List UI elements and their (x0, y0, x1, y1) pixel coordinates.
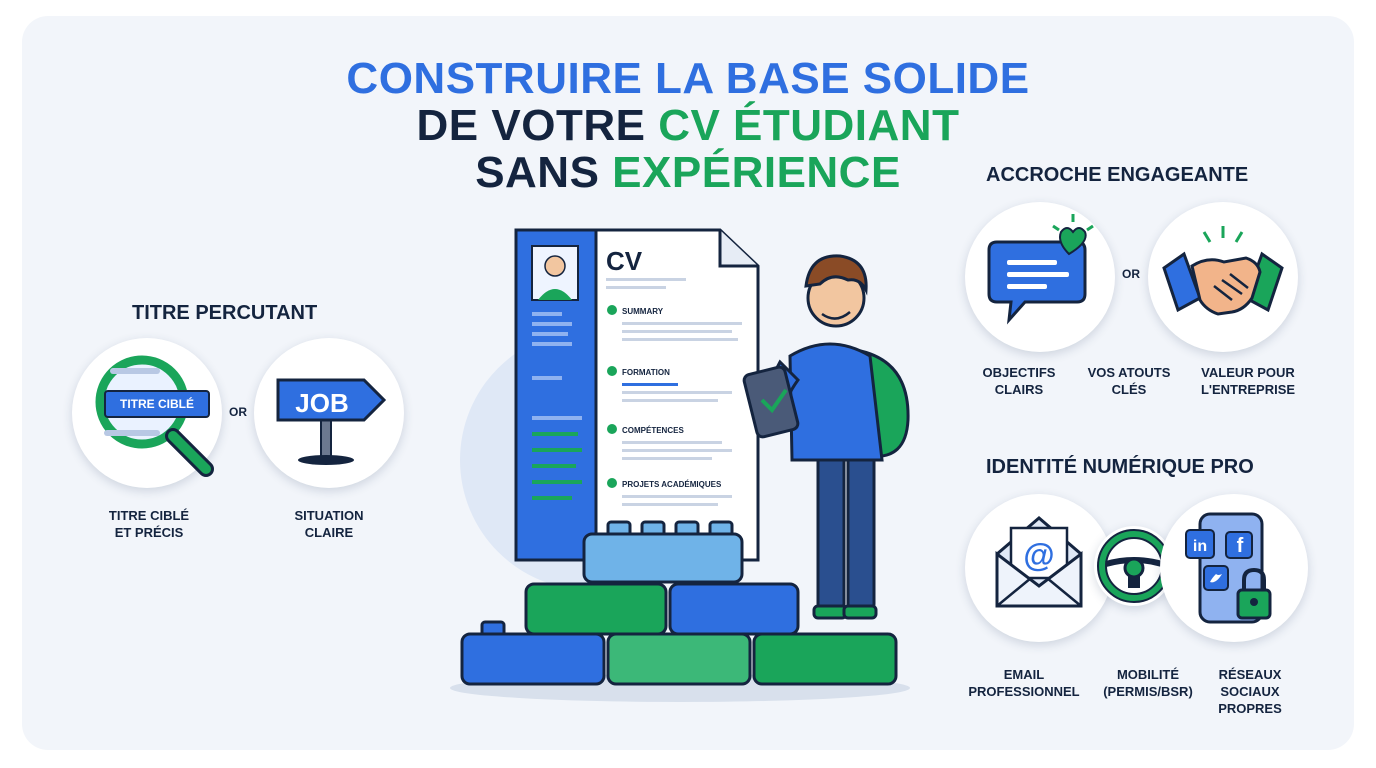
caption-reseaux-line1: RÉSEAUX (1218, 667, 1282, 682)
caption-atouts: VOS ATOUTS CLÉS (1076, 364, 1182, 398)
or-label-right: OR (1122, 267, 1140, 281)
titre-percutant-heading: TITRE PERCUTANT (132, 302, 318, 324)
or-label-left: OR (229, 405, 247, 419)
caption-mobilite: MOBILITÉ (PERMIS/BSR) (1086, 666, 1210, 700)
envelope-icon: @ (995, 516, 1083, 608)
chat-circle (965, 202, 1115, 352)
caption-mobilite-line1: MOBILITÉ (1116, 667, 1180, 682)
lock-icon (1236, 567, 1272, 620)
caption-situation-line1: SITUATION (294, 508, 364, 523)
identite-heading: IDENTITÉ NUMÉRIQUE PRO (986, 456, 1254, 478)
caption-objectifs: OBJECTIFS CLAIRS (966, 364, 1072, 398)
social-circle: in f (1160, 494, 1308, 642)
building-blocks (460, 520, 898, 686)
twitter-icon (1210, 574, 1222, 583)
handshake-circle (1148, 202, 1298, 352)
facebook-icon: f (1237, 535, 1244, 557)
caption-reseaux: RÉSEAUX SOCIAUX PROPRES (1200, 666, 1300, 717)
caption-titre-cible-line2: ET PRÉCIS (114, 525, 184, 540)
cv-heading: CV (606, 246, 643, 276)
signpost-circle: JOB (254, 338, 404, 488)
caption-reseaux-line3: PROPRES (1218, 701, 1282, 716)
title-line-3-a: SANS (475, 148, 613, 197)
signpost-icon: JOB (276, 378, 387, 465)
handshake-icon (1162, 226, 1284, 316)
caption-valeur-line2: L'ENTREPRISE (1200, 382, 1296, 397)
caption-email: EMAIL PROFESSIONNEL (962, 666, 1086, 700)
caption-valeur-line1: VALEUR POUR (1201, 365, 1295, 380)
title-line-1: CONSTRUIRE LA BASE SOLIDE (346, 54, 1030, 103)
cv-section-summary: SUMMARY (622, 307, 664, 316)
caption-valeur: VALEUR POUR L'ENTREPRISE (1188, 364, 1308, 398)
caption-reseaux-line2: SOCIAUX (1220, 684, 1280, 699)
cv-document: CV SUMMARY FORMATION COMPÉTENCES PROJETS… (514, 228, 760, 562)
cv-illustration: CV SUMMARY FORMATION COMPÉTENCES PROJETS… (450, 228, 910, 702)
caption-objectifs-line2: CLAIRS (994, 382, 1044, 397)
caption-situation-claire: SITUATION CLAIRE (262, 507, 396, 541)
cv-section-formation: FORMATION (622, 368, 670, 377)
caption-email-line2: PROFESSIONNEL (968, 684, 1080, 699)
job-sign-text: JOB (295, 388, 348, 418)
chat-heart-icon (987, 214, 1094, 325)
email-circle: @ (965, 494, 1113, 642)
caption-titre-cible-line1: TITRE CIBLÉ (108, 508, 190, 523)
cv-section-competences: COMPÉTENCES (622, 426, 684, 435)
caption-situation-line2: CLAIRE (304, 525, 354, 540)
title-line-2-b: CV ÉTUDIANT (658, 101, 960, 150)
magnifier-circle: TITRE CIBLÉ (72, 338, 222, 488)
student-illustration (742, 254, 910, 620)
phone-social-icon: in f (1185, 512, 1272, 624)
linkedin-icon: in (1193, 538, 1207, 555)
caption-atouts-line1: VOS ATOUTS (1087, 365, 1171, 380)
caption-email-line1: EMAIL (1003, 667, 1045, 682)
titre-cible-badge: TITRE CIBLÉ (104, 390, 210, 418)
email-at-symbol: @ (1023, 537, 1054, 573)
caption-objectifs-line1: OBJECTIFS (982, 365, 1056, 380)
caption-mobilite-line2: (PERMIS/BSR) (1103, 684, 1193, 699)
title-line-2-a: DE VOTRE (416, 101, 659, 150)
cv-section-projets: PROJETS ACADÉMIQUES (622, 480, 722, 489)
title-line-3-b: EXPÉRIENCE (612, 148, 901, 197)
title-line-2: DE VOTRE CV ÉTUDIANT (0, 101, 1376, 151)
caption-titre-cible: TITRE CIBLÉ ET PRÉCIS (82, 507, 216, 541)
title-line-3: SANS EXPÉRIENCE (0, 148, 1376, 198)
accroche-heading: ACCROCHE ENGAGEANTE (986, 164, 1249, 186)
caption-atouts-line2: CLÉS (1111, 382, 1147, 397)
